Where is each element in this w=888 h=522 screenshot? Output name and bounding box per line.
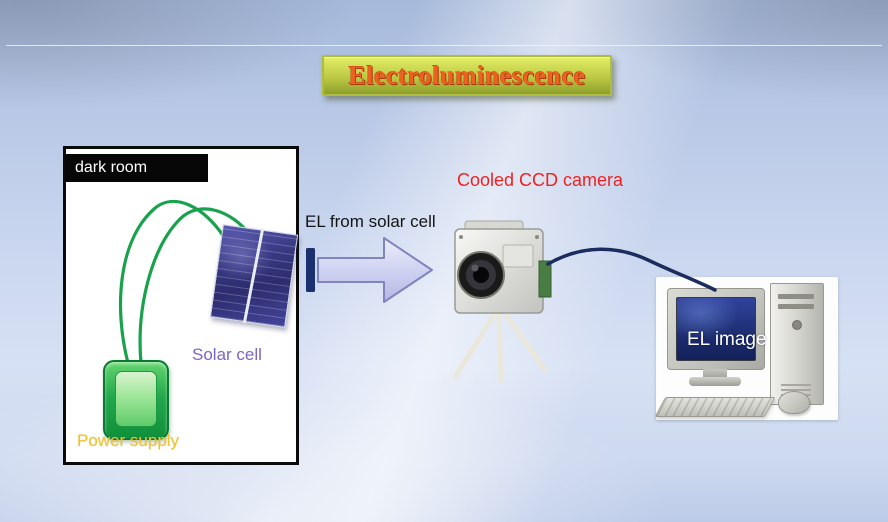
camera-lens-glint (471, 264, 479, 272)
ccd-camera-label: Cooled CCD camera (456, 170, 624, 190)
power-supply-panel (115, 371, 157, 427)
el-source-bar (306, 248, 315, 292)
slide-title: Electroluminescence (348, 60, 586, 90)
solar-cell-label: Solar cell (192, 345, 262, 364)
wire-right (138, 207, 252, 365)
computer-photo (654, 277, 838, 420)
drive-slot (778, 294, 814, 299)
ccd-camera-graphic (452, 220, 552, 384)
dark-room-box: dark room Solar cell Power supply (63, 146, 299, 465)
monitor-base (689, 377, 741, 386)
camera-screw-left (459, 235, 463, 239)
green-wires-graphic (118, 199, 252, 365)
camera-panel (502, 244, 534, 268)
camera-cable-line (546, 247, 717, 292)
title-banner: Electroluminescence (322, 55, 612, 96)
power-supply-image (103, 360, 169, 440)
block-arrow-icon (306, 237, 433, 303)
monitor-screen (676, 297, 756, 361)
mouse (778, 391, 810, 414)
el-image-label: EL image (687, 329, 767, 350)
solar-cell-divider (242, 228, 264, 324)
monitor (667, 288, 765, 370)
camera-lens-inner (473, 267, 489, 283)
tripod-legs (452, 307, 548, 384)
drive-slot (778, 304, 814, 309)
computer-tower (770, 283, 824, 405)
dark-room-label: dark room (66, 154, 208, 182)
arrow-body (317, 237, 433, 303)
el-beam-label: EL from solar cell (305, 212, 436, 231)
keyboard (654, 397, 776, 417)
monitor-stand (703, 369, 727, 378)
power-button (792, 320, 802, 330)
camera-circuit-board (538, 260, 552, 298)
solar-cell-image (209, 224, 299, 328)
camera-screw-right (535, 235, 539, 239)
horizontal-divider (6, 45, 882, 46)
cable-path (546, 247, 717, 292)
power-supply-label: Power supply (77, 431, 180, 450)
